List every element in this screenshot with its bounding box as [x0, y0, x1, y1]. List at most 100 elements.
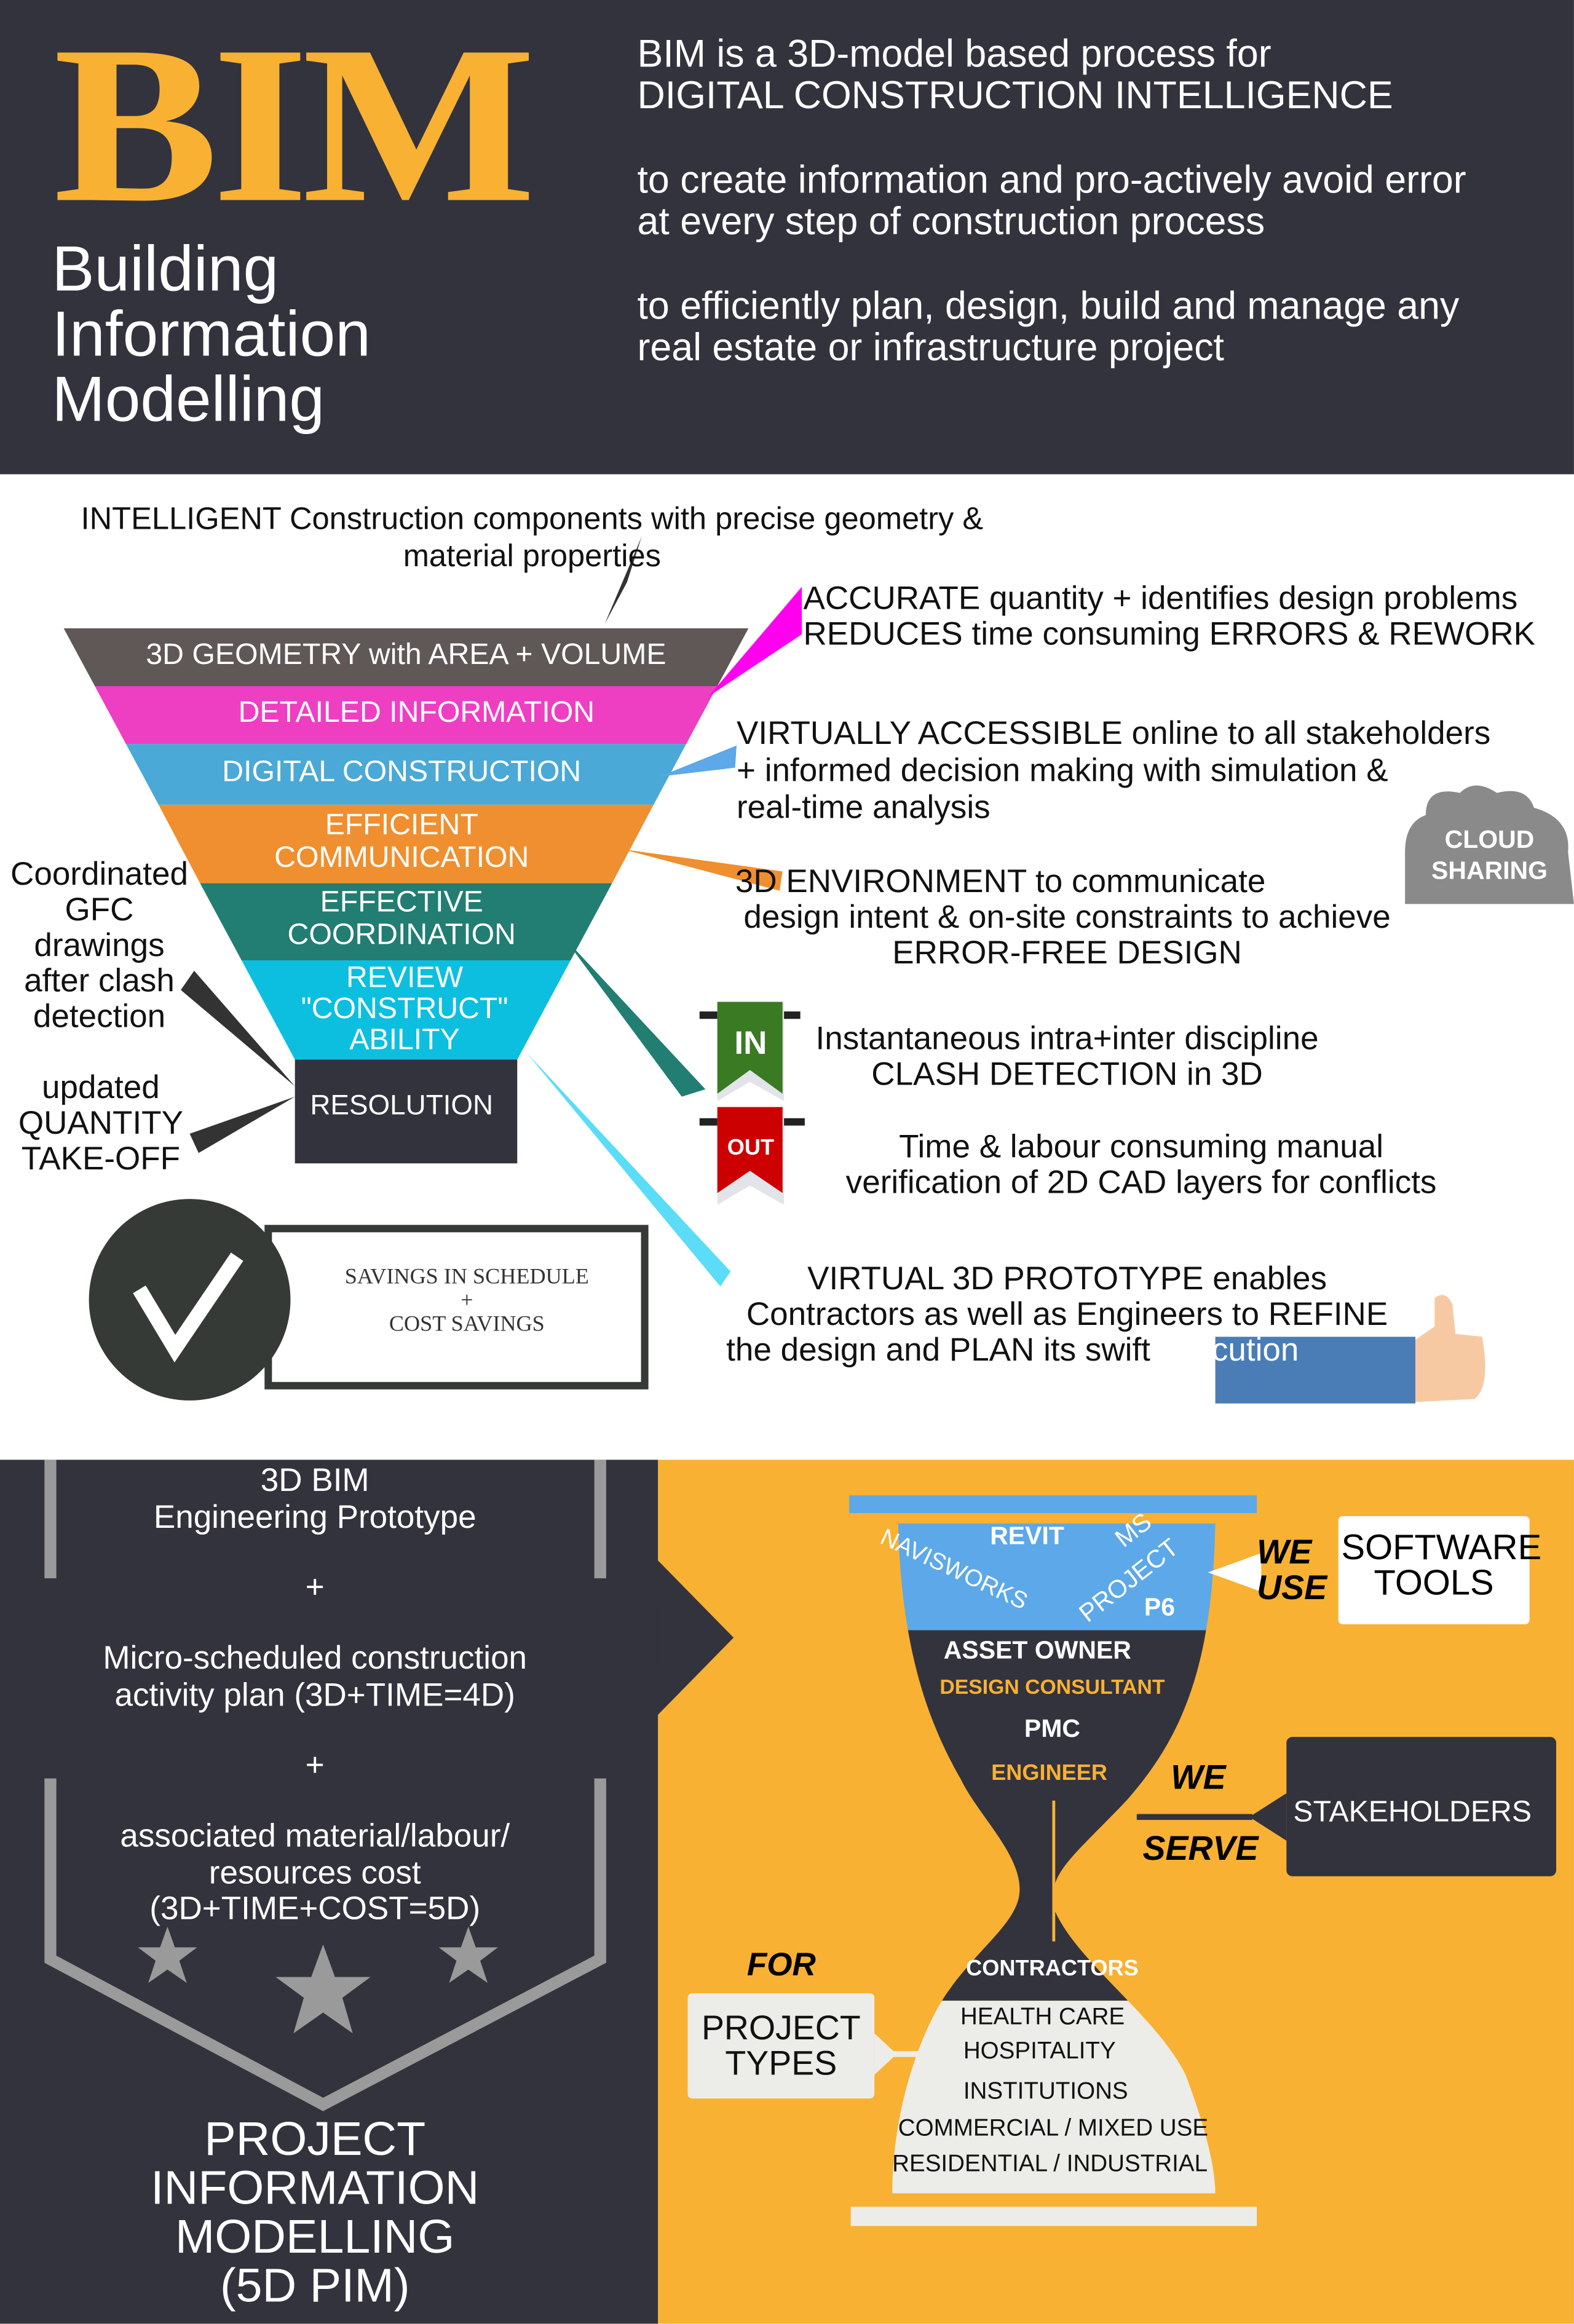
label-line: USE: [1257, 1568, 1327, 1607]
header-background: [0, 0, 1574, 475]
pim-title: PROJECT INFORMATION MODELLING (5D PIM): [0, 2111, 630, 2312]
pointer-quantity: [189, 1096, 295, 1153]
funnel-layer-digital: [125, 744, 687, 805]
subtitle-line: Building: [52, 234, 279, 306]
label-line: EFFICIENT: [325, 809, 478, 842]
title-line: INFORMATION: [151, 2160, 480, 2215]
out-badge: OUT: [727, 1135, 775, 1161]
label-line: SAVINGS IN SCHEDULE: [344, 1265, 589, 1290]
software-pointer: [1208, 1553, 1262, 1592]
note-line: ACCURATE quantity + identifies design pr…: [803, 579, 1518, 617]
note-line: Time & labour consuming manual: [899, 1128, 1384, 1165]
hourglass-bottom-bar: [850, 2207, 1257, 2226]
label-line: COMMUNICATION: [274, 841, 529, 874]
thumbs-up-icon: [1415, 1295, 1485, 1402]
in-badge: IN: [734, 1024, 767, 1061]
project-type-item: INSTITUTIONS: [963, 2079, 1128, 2105]
note-line: detection: [33, 997, 166, 1035]
stakeholders-box: [1286, 1737, 1557, 1876]
note-line: QUANTITY: [18, 1104, 183, 1142]
label-line: REVIEW: [346, 962, 464, 995]
sleeve-shape: [1215, 1337, 1416, 1404]
note-line: after clash: [24, 962, 175, 999]
funnel-layer-geometry: [63, 628, 749, 687]
pim-line: resources cost: [208, 1853, 421, 1891]
pim-block-3: associated material/labour/resources cos…: [0, 1817, 630, 1928]
header-description: BIM is a 3D-model based process for DIGI…: [638, 33, 1466, 368]
star-icons: [138, 1926, 498, 2034]
out-note: Time & labour consuming manual verificat…: [808, 1129, 1475, 1201]
pointer-clash: [563, 936, 706, 1097]
note-line: design intent & on-site constraints to a…: [743, 898, 1391, 936]
pim-line: Engineering Prototype: [153, 1498, 477, 1535]
note-line: GFC: [65, 890, 134, 928]
note-line: INTELLIGENT Construction components with…: [81, 502, 984, 537]
note-line: drawings: [34, 926, 165, 963]
note-line: + informed decision making with simulati…: [737, 751, 1388, 789]
label-line: CLOUD: [1444, 825, 1535, 854]
bim-subtitle: Building Information Modelling: [52, 237, 371, 433]
checkmark-icon: [133, 1252, 243, 1362]
pim-plus: +: [305, 1568, 325, 1605]
pointer-virtual: [659, 745, 737, 777]
note-line: ERROR-FREE DESIGN: [892, 933, 1242, 971]
funnel-layer-review: [241, 960, 571, 1060]
desc-line: real estate or infrastructure project: [637, 324, 1224, 370]
coordinated-note: Coordinated GFC drawings after clash det…: [0, 856, 199, 1034]
project-type-item: HOSPITALITY: [963, 2039, 1116, 2065]
quantity-note: updated QUANTITY TAKE-OFF: [0, 1069, 202, 1177]
pim-line: (3D+TIME+COST=5D): [149, 1889, 481, 1927]
desc-line: at every step of construction process: [637, 199, 1265, 243]
in-ribbon: [717, 1002, 783, 1094]
note-line: REDUCES time consuming ERRORS & REWORK: [803, 615, 1536, 652]
label-line: +: [461, 1289, 473, 1313]
pim-line: activity plan (3D+TIME=4D): [114, 1675, 515, 1713]
pim-line: associated material/labour/: [120, 1817, 510, 1854]
note-line-highlight: execution: [1159, 1330, 1299, 1368]
desc-line: to create information and pro-actively a…: [637, 157, 1466, 202]
stakeholder-pmc: PMC: [1024, 1714, 1080, 1743]
pointer-intro: [604, 536, 642, 624]
virtual-note: VIRTUALLY ACCESSIBLE online to all stake…: [737, 714, 1490, 826]
note-line: real-time analysis: [737, 788, 991, 826]
pim-arrow: [656, 1559, 734, 1717]
label-line: SHARING: [1431, 856, 1548, 885]
label-line: ABILITY: [349, 1024, 460, 1057]
project-type-item: RESIDENTIAL / INDUSTRIAL: [892, 2152, 1208, 2178]
software-revit: REVIT: [990, 1522, 1064, 1551]
serve-label: SERVE: [1142, 1828, 1259, 1868]
pim-line: Micro-scheduled construction: [103, 1639, 528, 1677]
note-line: 3D ENVIRONMENT to communicate: [735, 862, 1266, 900]
stakeholder-engineer: ENGINEER: [991, 1760, 1108, 1786]
note-line: Contractors as well as Engineers to REFI…: [746, 1295, 1388, 1333]
funnel-layer-information: [95, 686, 718, 745]
pointer-coordinated: [181, 970, 295, 1086]
desc-line: BIM is a 3D-model based process for: [637, 31, 1271, 76]
note-line: VIRTUAL 3D PROTOTYPE enables: [807, 1259, 1327, 1297]
note-line: TAKE-OFF: [21, 1139, 181, 1177]
cloud-label: CLOUD SHARING: [1405, 824, 1574, 886]
note-line: verification of 2D CAD layers for confli…: [845, 1163, 1437, 1201]
label-line: PROJECT: [701, 2008, 861, 2047]
label-line: COST SAVINGS: [389, 1313, 545, 1337]
savings-label: SAVINGS IN SCHEDULE + COST SAVINGS: [296, 1266, 637, 1337]
label-line: "CONSTRUCT": [301, 993, 508, 1026]
for-label: FOR: [746, 1945, 816, 1983]
check-circle: [89, 1199, 291, 1401]
layer-label: REVIEW"CONSTRUCT"ABILITY: [64, 963, 746, 1057]
pim-frame: [44, 1460, 606, 2111]
software-p6: P6: [1144, 1593, 1176, 1622]
title-line: PROJECT: [204, 2111, 426, 2165]
note-line: Coordinated: [10, 855, 188, 893]
title-line: (5D PIM): [219, 2258, 410, 2312]
funnel-layer-resolution: [295, 1059, 518, 1164]
label-line: COORDINATION: [287, 918, 516, 951]
stakeholder-asset-owner: ASSET OWNER: [943, 1636, 1131, 1664]
hourglass-top-bar: [849, 1495, 1257, 1514]
pim-line: 3D BIM: [260, 1461, 370, 1499]
intro-note: INTELLIGENT Construction components with…: [0, 501, 1064, 575]
